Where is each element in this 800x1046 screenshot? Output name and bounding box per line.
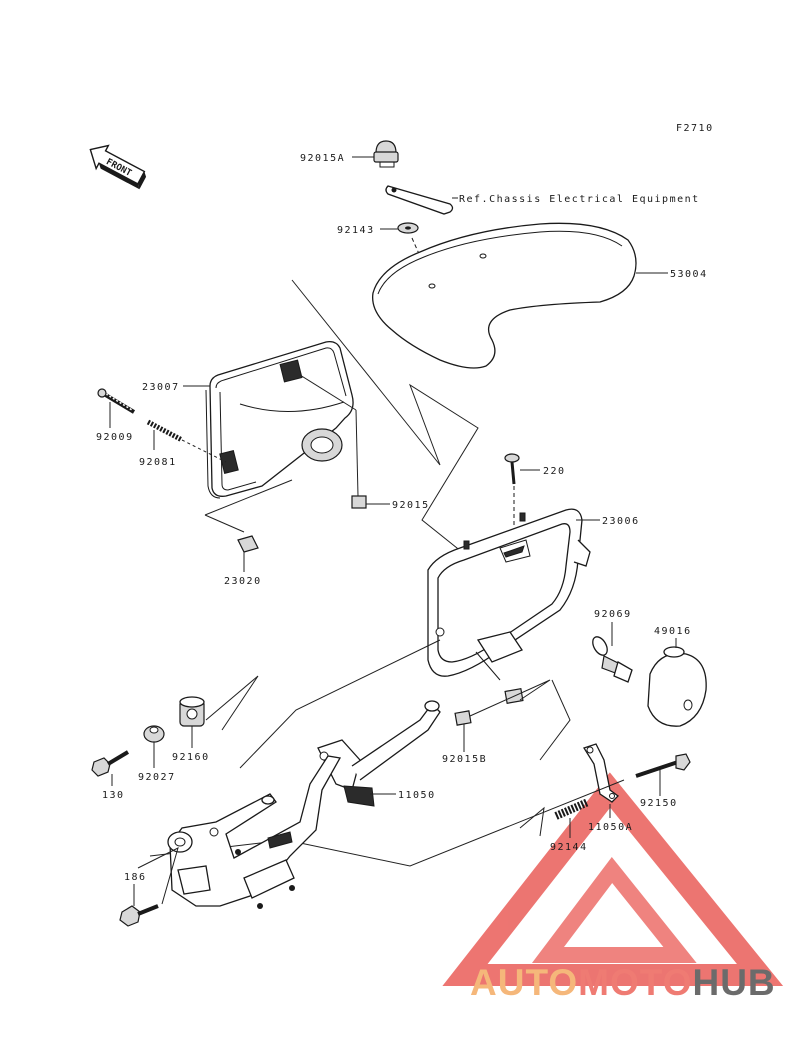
screw-92009	[97, 388, 136, 414]
boot-cap-49016	[647, 646, 707, 727]
cover-plate-53004	[371, 222, 637, 369]
watermark-logo	[442, 772, 784, 986]
lower-mount-bracket	[167, 755, 342, 909]
label-23007: 23007	[142, 382, 180, 393]
label-23020: 23020	[224, 576, 262, 587]
label-92081: 92081	[139, 457, 177, 468]
bolt-92150	[635, 753, 691, 778]
label-186: 186	[124, 872, 147, 883]
grommet-92160	[179, 696, 205, 727]
label-92160: 92160	[172, 752, 210, 763]
bulb-92069	[592, 636, 633, 683]
label-92144: 92144	[550, 842, 588, 853]
reference-note: Ref.Chassis Electrical Equipment	[459, 194, 700, 205]
screw-220	[504, 453, 520, 485]
front-arrow: FRONT	[89, 144, 147, 190]
washer-92143	[397, 222, 419, 234]
cap-nut-92015A	[373, 140, 399, 168]
label-92015A: 92015A	[300, 153, 345, 164]
watermark-text: AUTOMOTOHUB	[470, 962, 776, 1004]
nut-92015	[299, 374, 367, 509]
housing-frame-23006	[427, 508, 591, 681]
label-11050A: 11050A	[588, 822, 633, 833]
label-130: 130	[102, 790, 125, 801]
label-92015: 92015	[392, 500, 430, 511]
headlight-unit-23007	[205, 340, 354, 499]
label-92143: 92143	[337, 225, 375, 236]
label-92027: 92027	[138, 772, 176, 783]
watermark-text-hub: HUB	[692, 962, 776, 1003]
spring-92144	[554, 798, 590, 820]
label-92015B: 92015B	[442, 754, 487, 765]
label-92069: 92069	[594, 609, 632, 620]
ground-strap	[385, 185, 454, 215]
bracket-11050	[317, 700, 441, 807]
figure-code: F2710	[676, 123, 714, 134]
label-49016: 49016	[654, 626, 692, 637]
bolt-130	[91, 750, 130, 777]
label-11050: 11050	[398, 790, 436, 801]
bolt-186	[119, 904, 159, 927]
label-53004: 53004	[670, 269, 708, 280]
collar-92027	[143, 725, 165, 743]
spring-92081	[146, 419, 184, 443]
label-23006: 23006	[602, 516, 640, 527]
label-220: 220	[543, 466, 566, 477]
watermark-text-moto: MOTO	[578, 962, 693, 1003]
clip-23020	[237, 535, 259, 553]
guide-lines	[204, 279, 479, 561]
label-92009: 92009	[96, 432, 134, 443]
watermark-text-auto: AUTO	[470, 962, 579, 1003]
small-bracket-11050A	[583, 743, 619, 803]
label-92150: 92150	[640, 798, 678, 809]
